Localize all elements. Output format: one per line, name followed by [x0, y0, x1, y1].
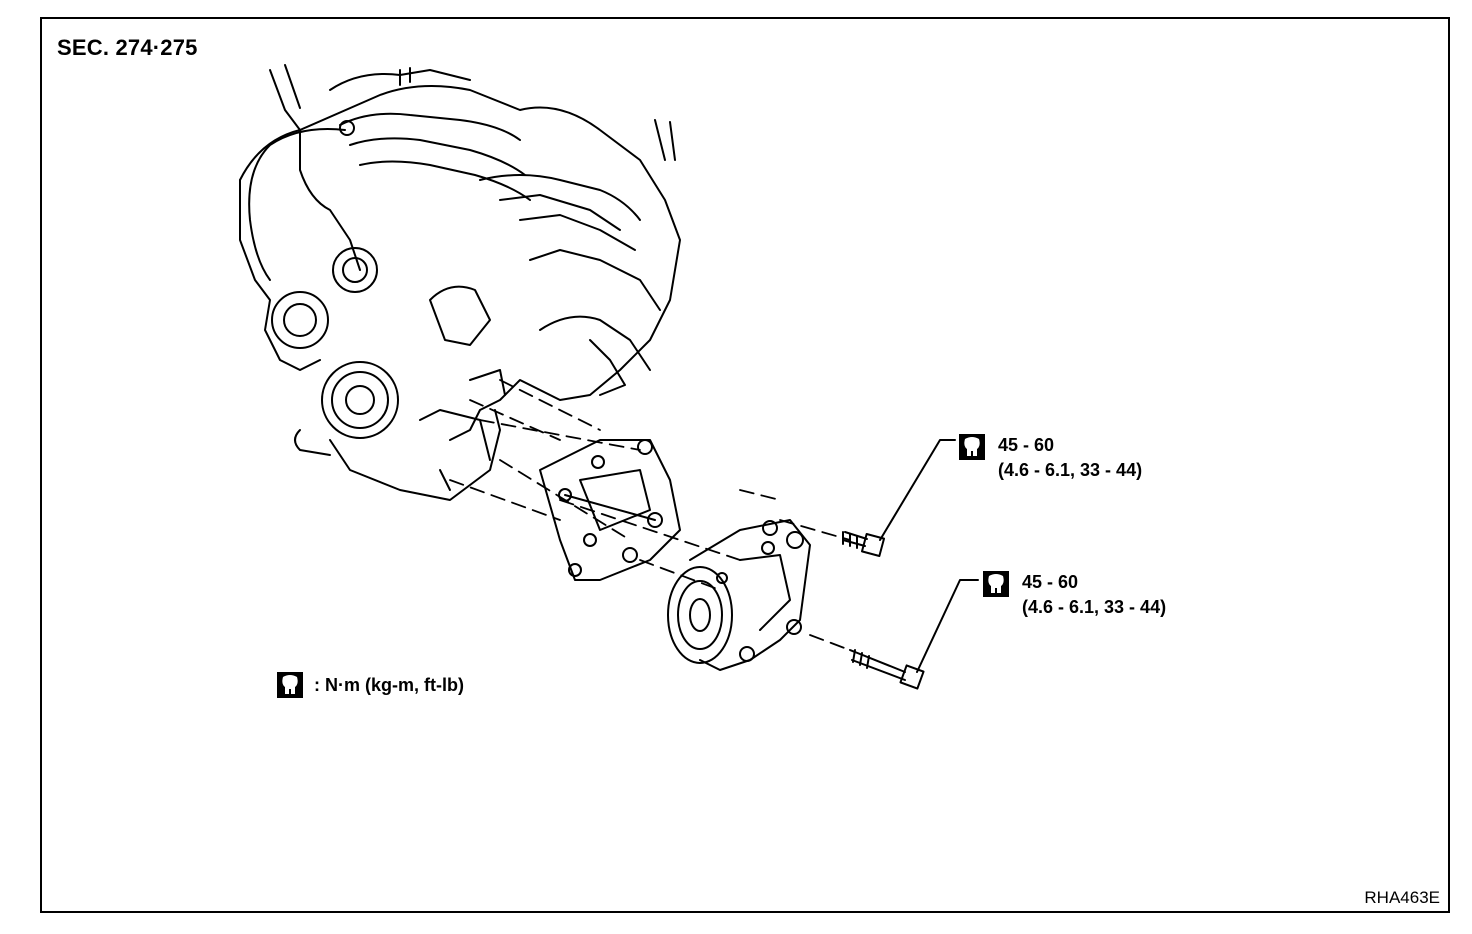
torque-wrench-icon [277, 672, 303, 698]
figure-code: RHA463E [1364, 888, 1440, 907]
torque-legend: : N·m (kg-m, ft-lb) [276, 671, 464, 699]
section-label: SEC. 274·275 [57, 35, 198, 60]
torque-value: 45 - 60 [1022, 572, 1079, 592]
torque-value: 45 - 60 [998, 435, 1055, 455]
alignment-lines [449, 379, 856, 653]
diagram-frame [40, 17, 1450, 913]
compressor-bracket [539, 439, 681, 581]
ac-compressor [667, 519, 811, 671]
engine-assembly [239, 64, 681, 501]
torque-callout-upper: 45 - 60 (4.6 - 6.1, 33 - 44) [958, 433, 1142, 483]
torque-detail: (4.6 - 6.1, 33 - 44) [1022, 597, 1167, 617]
torque-callout-lower: 45 - 60 (4.6 - 6.1, 33 - 44) [982, 570, 1166, 620]
legend-text: : N·m (kg-m, ft-lb) [314, 674, 464, 695]
torque-detail: (4.6 - 6.1, 33 - 44) [998, 460, 1143, 480]
upper-bolt [842, 439, 956, 558]
lower-bolt [849, 579, 979, 690]
torque-wrench-icon [983, 571, 1009, 597]
torque-wrench-icon [959, 434, 985, 460]
